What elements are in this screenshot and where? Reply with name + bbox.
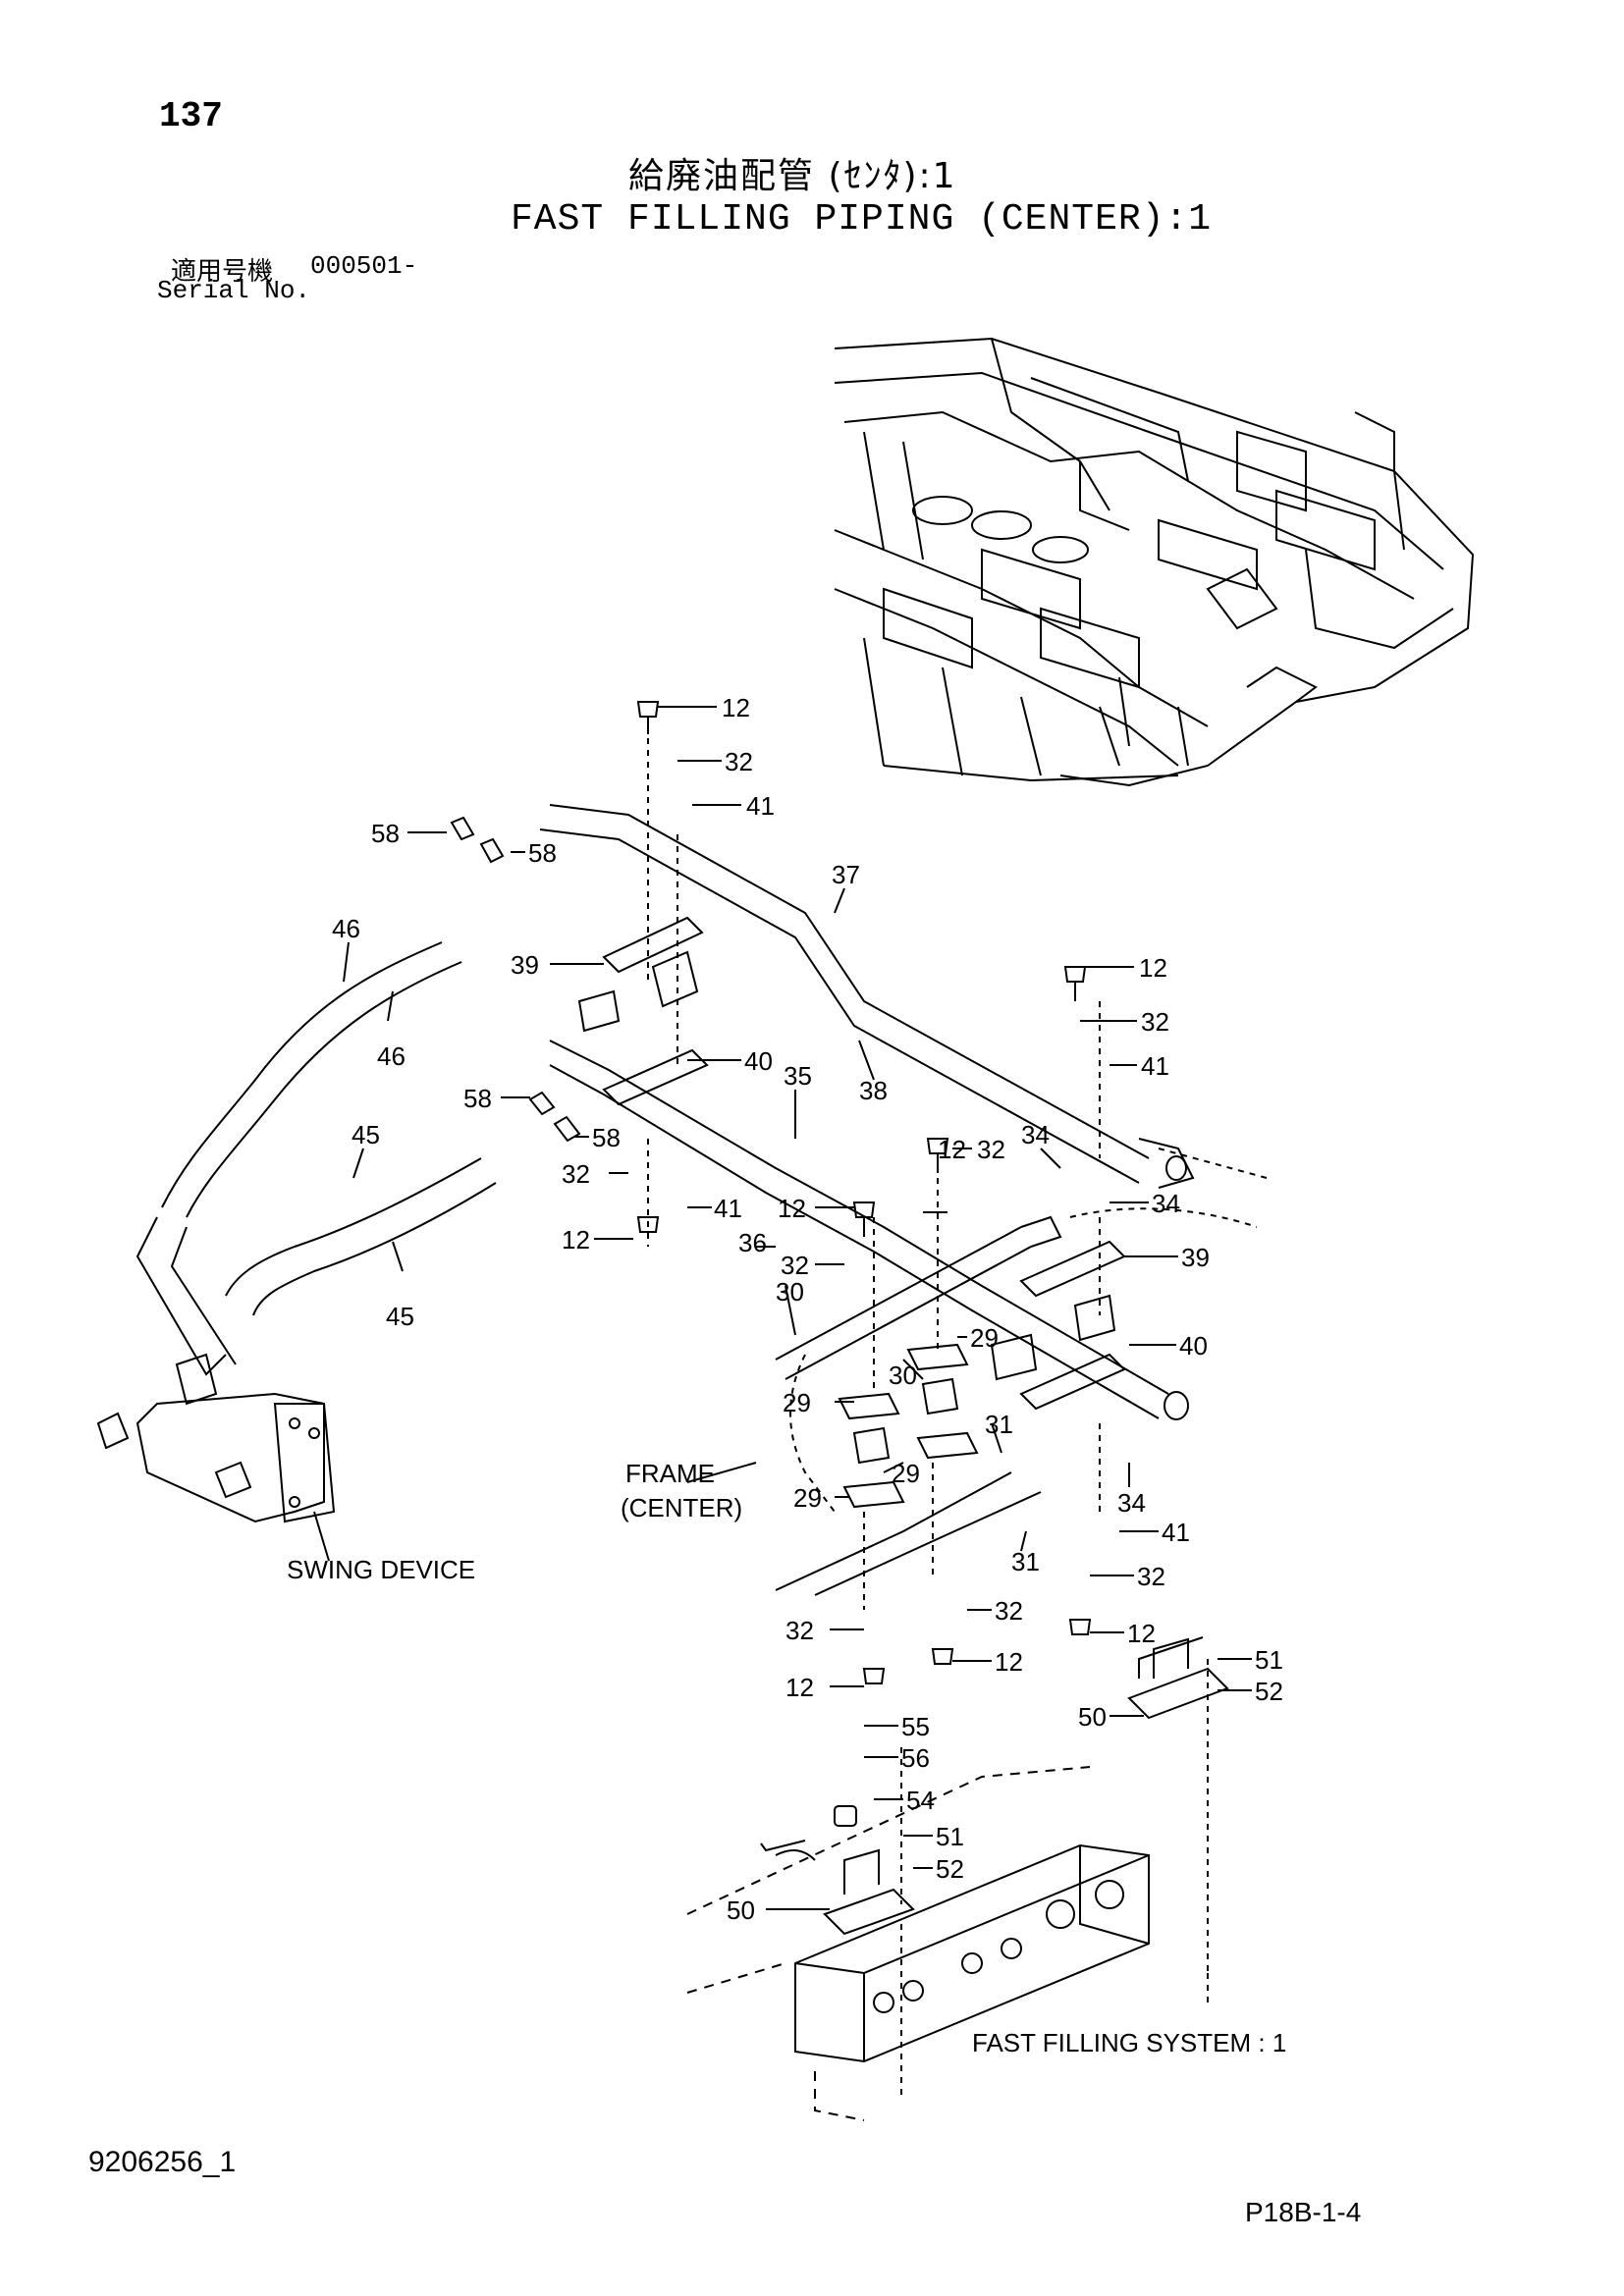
bracket-50-left: [760, 1805, 915, 1936]
page-title: FAST FILLING PIPING (CENTER):1: [511, 198, 1213, 240]
pipe-35-36: [549, 1040, 1189, 1420]
callout-12: 12: [938, 1135, 966, 1164]
assembly-guide-lines: [647, 726, 1209, 2101]
callout-41: 41: [746, 791, 775, 821]
callout-45: 45: [386, 1302, 414, 1331]
callout-41: 41: [714, 1194, 742, 1223]
clamp-39-upper: [602, 916, 704, 1008]
callout-leader-lines: [313, 706, 1252, 1910]
callout-34: 34: [1152, 1189, 1180, 1218]
callout-58: 58: [528, 838, 557, 868]
plates-29: [838, 1343, 979, 1509]
callout-36: 36: [738, 1228, 767, 1257]
callout-52: 52: [1255, 1677, 1283, 1706]
callout-32: 32: [781, 1251, 809, 1280]
callout-31: 31: [985, 1410, 1013, 1439]
callout-40: 40: [1179, 1331, 1208, 1361]
frame-label-center: (CENTER): [621, 1493, 742, 1522]
callout-51: 51: [1255, 1645, 1283, 1675]
frame-label: FRAME: [625, 1459, 715, 1488]
bolt-12-icons: [636, 701, 1092, 1684]
callout-51: 51: [936, 1822, 964, 1851]
callout-50: 50: [727, 1896, 755, 1925]
page-title-japanese: 給廃油配管 (ｾﾝﾀ):1: [628, 156, 957, 196]
callout-40: 40: [744, 1046, 773, 1076]
callout-35: 35: [784, 1061, 812, 1091]
frame-overview-inset: [834, 337, 1475, 787]
bracket-50-right: [1127, 1636, 1229, 1720]
pipe-37-38: [539, 804, 1195, 1189]
callout-12: 12: [1127, 1619, 1156, 1648]
callout-32: 32: [995, 1596, 1023, 1626]
hose-46: [135, 941, 462, 1376]
clamp-39-right: [1019, 1240, 1126, 1342]
fitting-58: [450, 816, 581, 1143]
serial-number-value: 000501-: [310, 251, 418, 281]
callout-12: 12: [785, 1673, 814, 1702]
callout-41: 41: [1141, 1051, 1169, 1081]
callout-37: 37: [832, 860, 860, 889]
callout-58: 58: [592, 1123, 621, 1152]
serial-label: Serial No.: [157, 276, 311, 305]
callout-39: 39: [511, 950, 539, 980]
callout-58: 58: [463, 1084, 492, 1113]
callout-12: 12: [778, 1194, 806, 1223]
document-code: 9206256_1: [88, 2146, 237, 2178]
fast-filling-system-label: FAST FILLING SYSTEM : 1: [972, 2028, 1286, 2057]
callout-34: 34: [1117, 1488, 1146, 1518]
callout-34: 34: [1021, 1120, 1050, 1149]
callout-58: 58: [371, 819, 400, 848]
callout-38: 38: [859, 1076, 888, 1105]
fast-filling-system-block: [686, 1766, 1150, 2121]
callout-45: 45: [352, 1120, 380, 1149]
callout-12: 12: [1139, 953, 1167, 983]
callout-55: 55: [901, 1712, 930, 1741]
callout-12: 12: [722, 693, 750, 722]
callout-29: 29: [970, 1323, 999, 1353]
page-number: 137: [159, 96, 223, 136]
callout-31: 31: [1011, 1547, 1040, 1576]
hose-30: [775, 1215, 1062, 1380]
callout-52: 52: [936, 1854, 964, 1884]
callout-41: 41: [1162, 1518, 1190, 1547]
callout-46: 46: [377, 1041, 406, 1071]
callout-32: 32: [977, 1135, 1005, 1164]
hose-45: [225, 1157, 497, 1316]
callout-29: 29: [892, 1459, 920, 1488]
callout-30: 30: [776, 1277, 804, 1307]
callout-32: 32: [785, 1616, 814, 1645]
callout-32: 32: [1141, 1007, 1169, 1037]
hose-31: [775, 1471, 1042, 1596]
callout-50: 50: [1078, 1702, 1107, 1732]
callout-32: 32: [1137, 1562, 1165, 1591]
swing-device-label: SWING DEVICE: [287, 1555, 475, 1584]
callout-32: 32: [562, 1159, 590, 1189]
callout-54: 54: [906, 1786, 935, 1815]
callout-30: 30: [889, 1361, 917, 1390]
clamp-40-right: [990, 1333, 1126, 1411]
serial-label-japanese: 適用号機: [171, 257, 274, 287]
callout-32: 32: [725, 747, 753, 776]
clamp-40-upper: [577, 989, 709, 1106]
callout-12: 12: [995, 1647, 1023, 1677]
callout-46: 46: [332, 914, 360, 943]
callout-29: 29: [793, 1483, 822, 1513]
callout-56: 56: [901, 1743, 930, 1773]
callout-39: 39: [1181, 1243, 1210, 1272]
page-reference: P18B-1-4: [1245, 2197, 1362, 2227]
callout-29: 29: [783, 1388, 811, 1417]
swing-device: [96, 1353, 336, 1523]
callout-12: 12: [562, 1225, 590, 1255]
